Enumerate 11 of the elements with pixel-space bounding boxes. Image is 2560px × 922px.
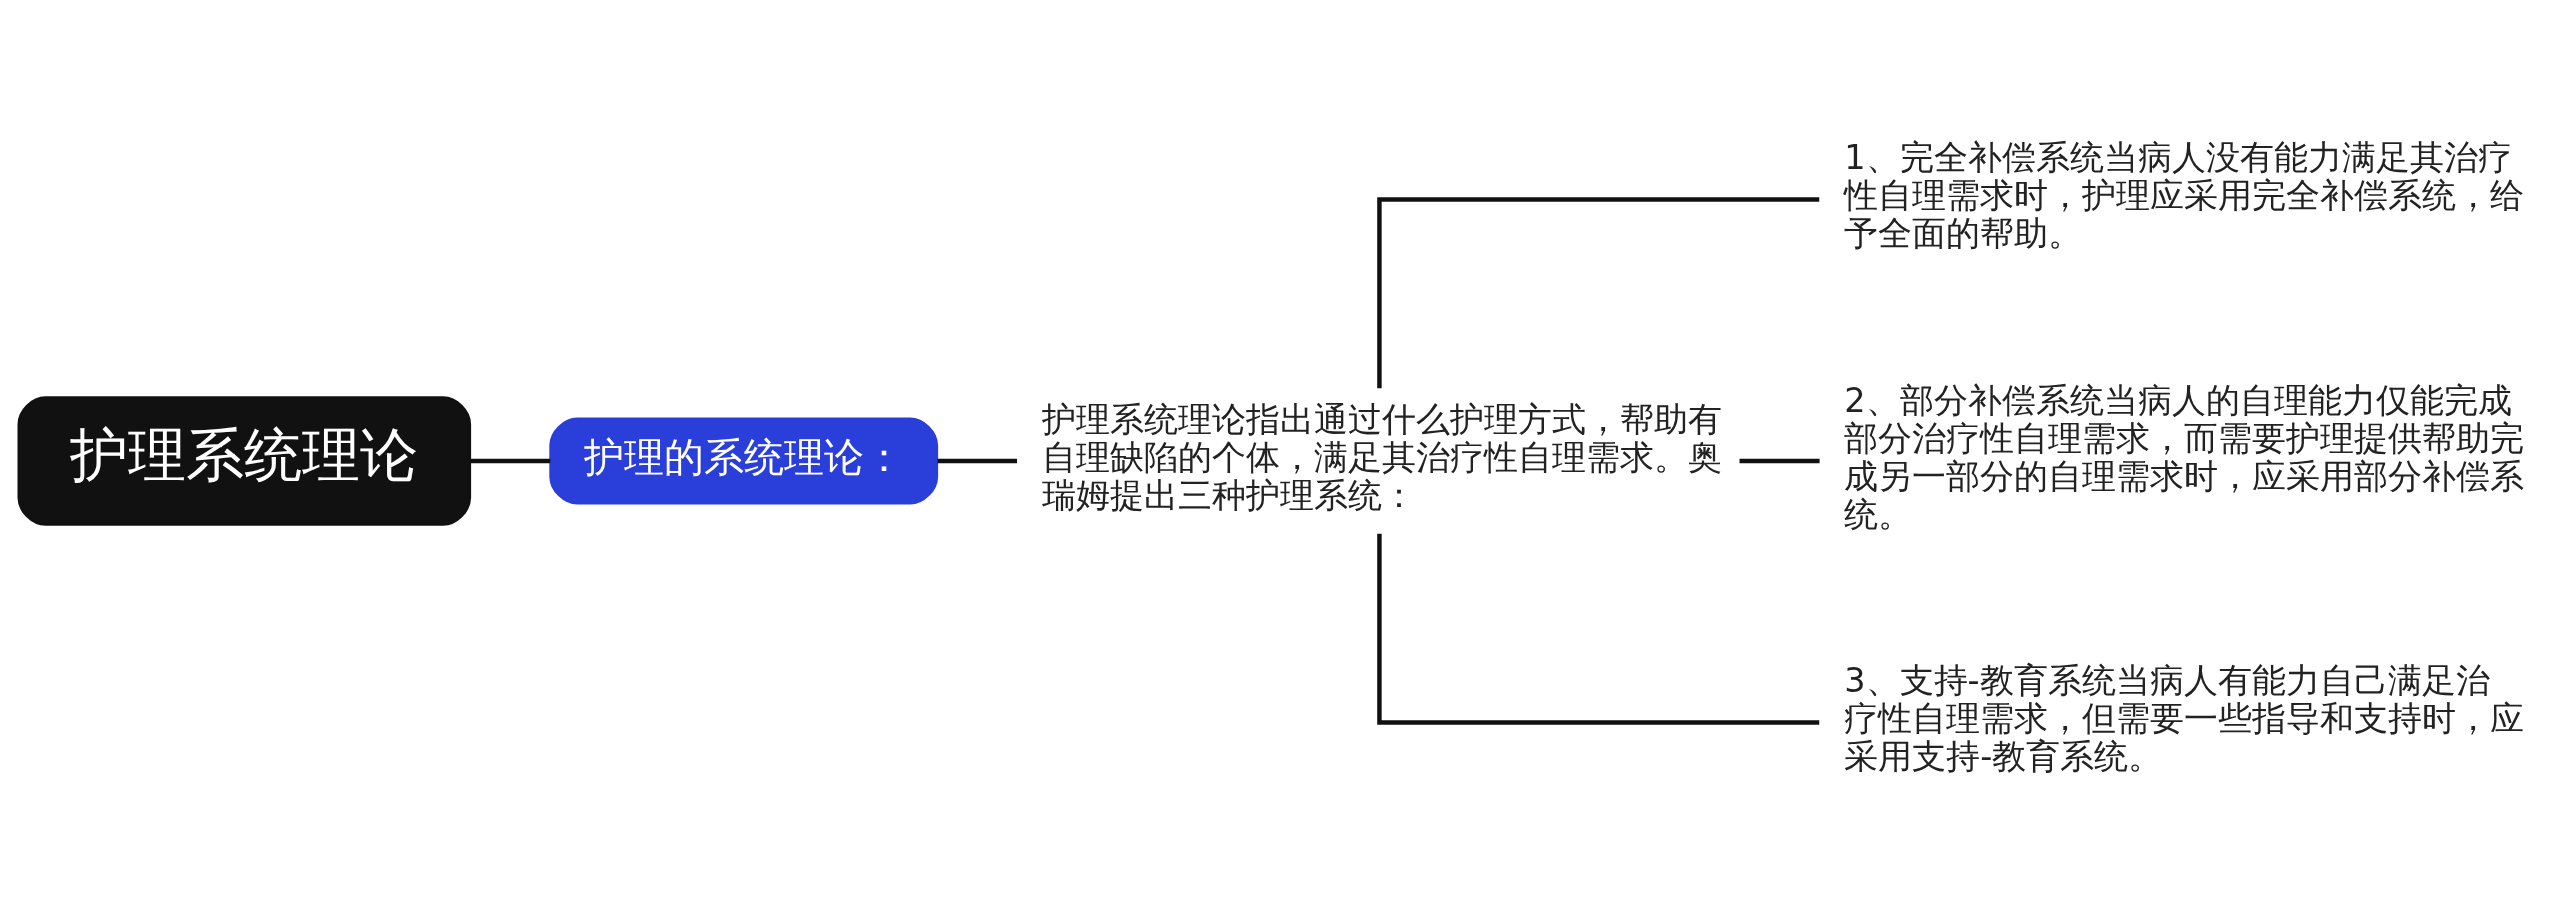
- node-text: 2、部分补偿系统当病人的自理能力仅能完成部分治疗性自理需求，而需要护理提供帮助完成另一部分的自理需求时，应采用部分补偿系统。: [1844, 380, 2525, 534]
- node-text: 3、支持-教育系统当病人有能力自己满足治疗性自理需求，但需要一些指导和支持时，应采用支持-教育系统。: [1844, 661, 2525, 777]
- node-box: 护理的系统理论：: [549, 417, 939, 505]
- connector: [1377, 533, 1820, 725]
- connector: [470, 458, 551, 464]
- node-box: 护理系统理论: [17, 396, 472, 526]
- connector: [1739, 458, 1820, 464]
- node-text: 1、完全补偿系统当病人没有能力满足其治疗性自理需求时，护理应采用完全补偿系统，给予全面的帮助。: [1844, 138, 2525, 254]
- connector: [937, 458, 1018, 464]
- node-text: 护理系统理论指出通过什么护理方式，帮助有自理缺陷的个体，满足其治疗性自理需求。奥瑞姆提出三种护理系统：: [1042, 399, 1723, 515]
- connector: [1377, 197, 1820, 389]
